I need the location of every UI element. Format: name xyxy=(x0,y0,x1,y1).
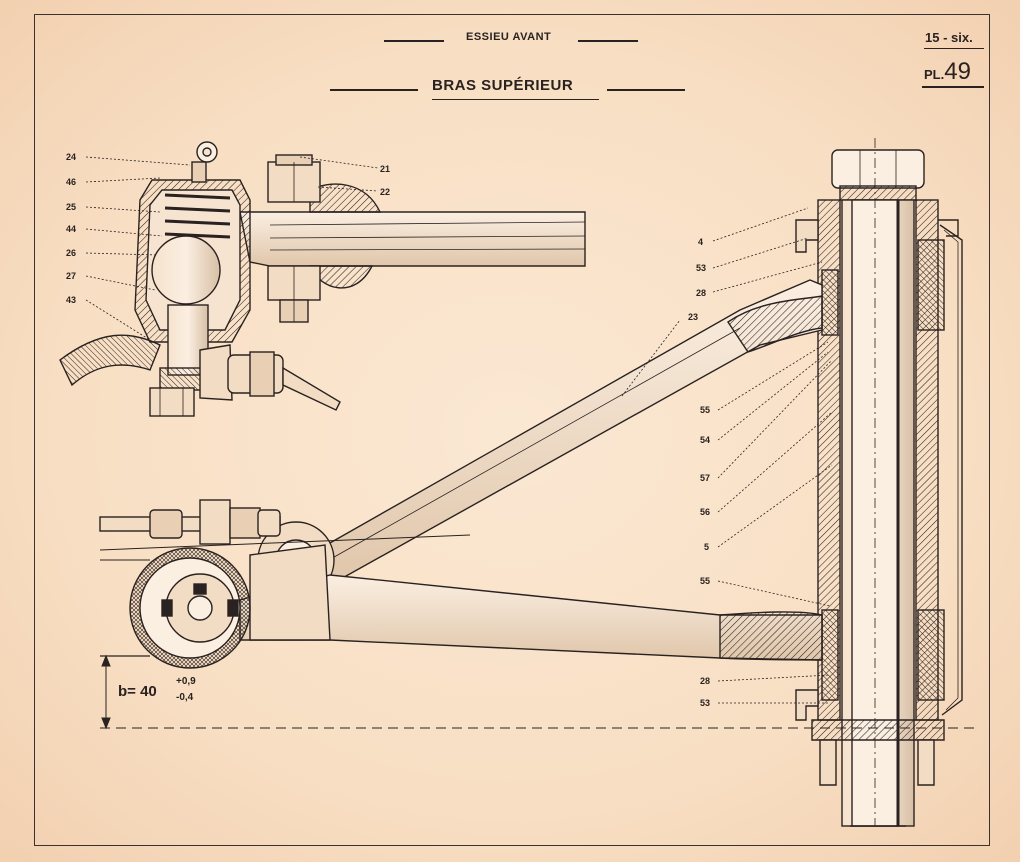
plate-title-underline xyxy=(432,99,599,100)
plate-title: BRAS SUPÉRIEUR xyxy=(432,77,574,94)
callout-22: 22 xyxy=(380,187,390,197)
tie-rod xyxy=(99,499,471,657)
dimension-b-tol-plus: +0,9 xyxy=(176,676,196,687)
section-title-rule-left xyxy=(384,40,444,42)
plate-number-prefix: PL. xyxy=(924,67,945,82)
section-title-rule-right xyxy=(578,40,638,42)
callout-26: 26 xyxy=(66,248,76,258)
callout-44: 44 xyxy=(66,224,76,234)
callout-57: 57 xyxy=(700,473,710,483)
plate-reference-underline xyxy=(924,48,984,49)
callout-46: 46 xyxy=(66,177,76,187)
callout-53-upper: 53 xyxy=(696,263,706,273)
plate-number-underline xyxy=(922,86,984,88)
callout-56: 56 xyxy=(700,507,710,517)
upper-arm xyxy=(257,279,823,599)
plate-title-rule-right xyxy=(607,89,685,91)
dimension-b-tol-minus: -0,4 xyxy=(176,692,194,703)
plate-number-block: PL.49 xyxy=(924,58,971,86)
callout-25: 25 xyxy=(66,202,76,212)
plate-title-rule-left xyxy=(330,89,418,91)
callout-27: 27 xyxy=(66,271,76,281)
callout-21: 21 xyxy=(380,164,390,174)
pivot-assembly xyxy=(795,138,963,827)
adjuster-wheel xyxy=(129,547,251,669)
leader-lines xyxy=(85,156,833,704)
callout-53-lower: 53 xyxy=(700,698,710,708)
callout-43: 43 xyxy=(66,295,76,305)
callout-55-upper: 55 xyxy=(700,405,710,415)
dimension-b xyxy=(100,654,980,730)
callout-24: 24 xyxy=(66,152,76,162)
plate-reference: 15 - six. xyxy=(925,30,973,45)
dimension-b-value: b= 40 xyxy=(118,683,157,700)
section-title: ESSIEU AVANT xyxy=(466,31,552,43)
callout-55-lower: 55 xyxy=(700,576,710,586)
callout-5: 5 xyxy=(704,542,709,552)
callout-54: 54 xyxy=(700,435,710,445)
callout-4: 4 xyxy=(698,237,703,247)
ball-joint-detail xyxy=(59,141,586,417)
callout-labels: 24 46 25 44 26 27 43 21 22 4 53 28 23 55… xyxy=(66,152,710,708)
lower-arm xyxy=(239,544,823,661)
callout-23: 23 xyxy=(688,312,698,322)
callout-28-lower: 28 xyxy=(700,676,710,686)
callout-28-upper: 28 xyxy=(696,288,706,298)
plate-border xyxy=(34,14,990,846)
plate-number: 49 xyxy=(944,58,971,85)
